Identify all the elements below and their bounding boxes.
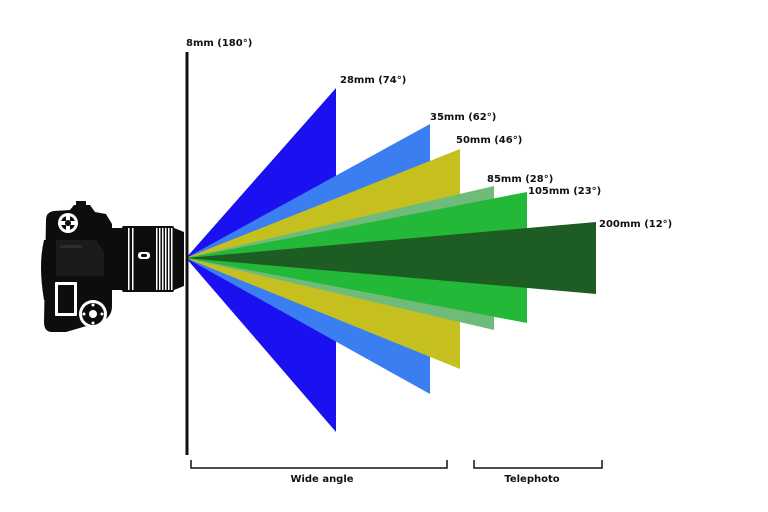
telephoto-label: Telephoto [504, 474, 559, 485]
label-85mm: 85mm (28°) [487, 174, 553, 185]
label-200mm: 200mm (12°) [599, 219, 672, 230]
wide-angle-label: Wide angle [290, 474, 353, 485]
fov-wedges [186, 88, 596, 432]
wide-angle-bracket [190, 460, 448, 469]
label-28mm: 28mm (74°) [340, 75, 406, 86]
label-8mm: 8mm (180°) [186, 38, 252, 49]
dslr-camera-icon [41, 201, 184, 332]
label-35mm: 35mm (62°) [430, 112, 496, 123]
label-50mm: 50mm (46°) [456, 135, 522, 146]
fov-wedge-200mm [186, 222, 596, 294]
label-105mm: 105mm (23°) [528, 186, 601, 197]
telephoto-bracket [473, 460, 603, 469]
